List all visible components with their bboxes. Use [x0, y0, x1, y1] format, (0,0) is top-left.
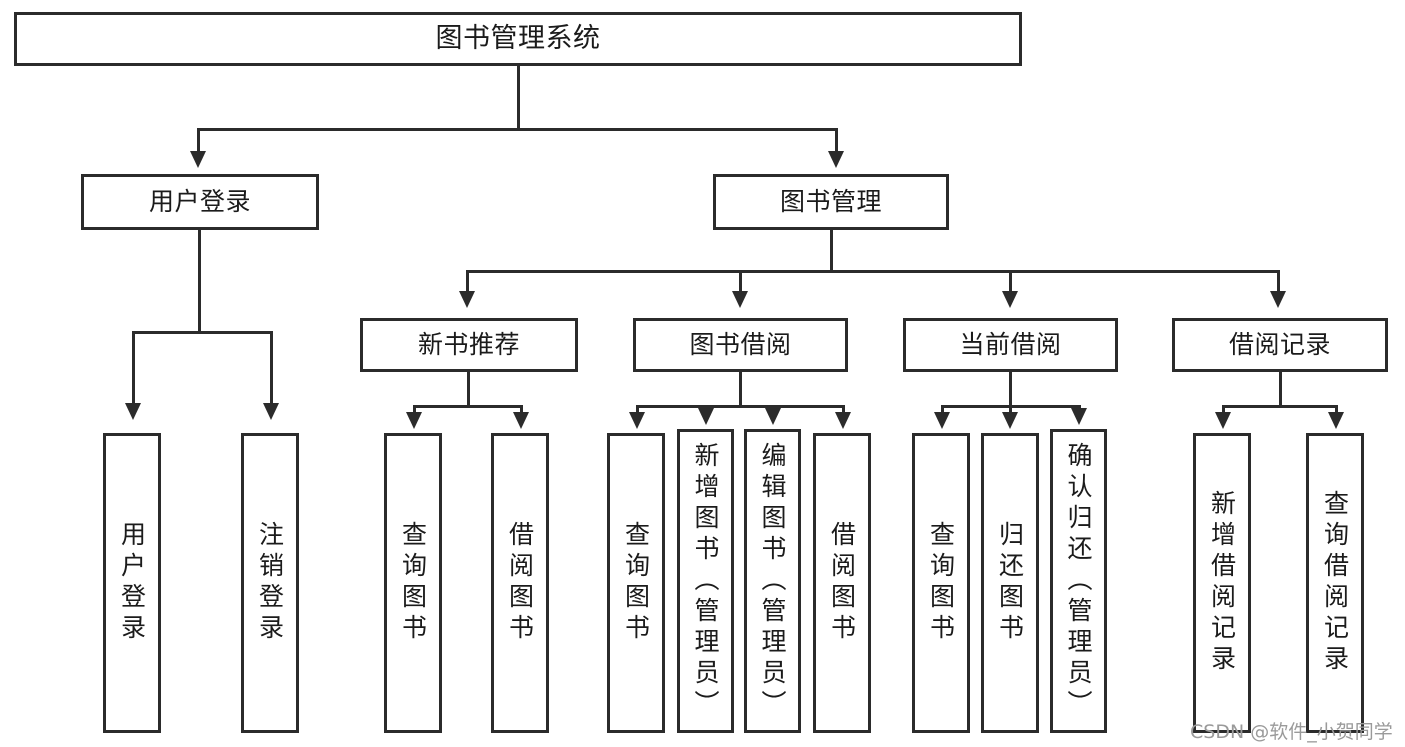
arrow-record-to-query — [1328, 412, 1344, 429]
connector-recommend-bus — [413, 405, 523, 408]
arrow-bm-to-current — [1002, 291, 1018, 308]
connector-book-management-bus — [466, 270, 1280, 273]
node-leaf-record-query-record[interactable]: 查询借阅记录 — [1306, 433, 1364, 733]
connector-recommend-stem — [467, 372, 470, 407]
connector-borrow-stem — [739, 372, 742, 407]
connector-borrow-bus — [636, 405, 844, 408]
node-leaf-borrow-edit-book[interactable]: 编辑图书（管理员） — [744, 429, 801, 733]
arrow-recommend-to-borrow — [513, 412, 529, 429]
connector-current-to-query — [941, 405, 944, 415]
connector-recommend-to-borrow — [520, 405, 523, 415]
connector-root-to-user-login — [197, 128, 200, 152]
arrow-user-login-to-logout — [263, 403, 279, 420]
connector-record-stem — [1279, 372, 1282, 407]
connector-root-stem — [517, 66, 520, 130]
connector-borrow-to-borrowbook — [842, 405, 845, 415]
connector-user-login-bus — [132, 331, 273, 334]
arrow-record-to-add — [1215, 412, 1231, 429]
arrow-borrow-to-edit — [765, 408, 781, 425]
node-book-borrow[interactable]: 图书借阅 — [633, 318, 848, 372]
node-new-book-recommend[interactable]: 新书推荐 — [360, 318, 578, 372]
node-leaf-login-user-login[interactable]: 用户登录 — [103, 433, 161, 733]
connector-bm-to-recommend — [466, 270, 469, 292]
node-leaf-borrow-borrow-book[interactable]: 借阅图书 — [813, 433, 871, 733]
connector-root-to-book-management — [835, 128, 838, 152]
csdn-watermark: CSDN @软件_小贺同学 — [1190, 721, 1393, 743]
arrow-current-to-query — [934, 412, 950, 429]
connector-user-login-to-logout — [270, 331, 273, 404]
node-leaf-record-add-record[interactable]: 新增借阅记录 — [1193, 433, 1251, 733]
arrow-bm-to-recommend — [459, 291, 475, 308]
connector-user-login-to-login — [132, 331, 135, 404]
node-root-book-management-system[interactable]: 图书管理系统 — [14, 12, 1022, 66]
arrow-borrow-to-borrowbook — [835, 412, 851, 429]
arrow-current-to-return — [1002, 412, 1018, 429]
connector-bm-to-record — [1277, 270, 1280, 292]
node-leaf-recommend-query-book[interactable]: 查询图书 — [384, 433, 442, 733]
connector-bm-to-borrow — [739, 270, 742, 292]
connector-recommend-to-query — [413, 405, 416, 415]
arrow-root-to-book-management — [828, 151, 844, 168]
arrow-bm-to-record — [1270, 291, 1286, 308]
connector-record-to-query — [1335, 405, 1338, 415]
connector-current-stem — [1009, 372, 1012, 407]
arrow-bm-to-borrow — [732, 291, 748, 308]
connector-book-management-stem — [830, 230, 833, 272]
connector-record-to-add — [1222, 405, 1225, 415]
node-leaf-recommend-borrow-book[interactable]: 借阅图书 — [491, 433, 549, 733]
connector-user-login-stem — [198, 230, 201, 333]
node-book-management[interactable]: 图书管理 — [713, 174, 949, 230]
node-borrow-record[interactable]: 借阅记录 — [1172, 318, 1388, 372]
arrow-root-to-user-login — [190, 151, 206, 168]
node-current-borrow[interactable]: 当前借阅 — [903, 318, 1118, 372]
connector-borrow-to-query — [636, 405, 639, 415]
arrow-borrow-to-query — [629, 412, 645, 429]
node-leaf-current-query-book[interactable]: 查询图书 — [912, 433, 970, 733]
node-leaf-borrow-query-book[interactable]: 查询图书 — [607, 433, 665, 733]
arrow-user-login-to-login — [125, 403, 141, 420]
connector-current-to-return — [1009, 405, 1012, 415]
arrow-borrow-to-add — [698, 408, 714, 425]
node-leaf-borrow-add-book[interactable]: 新增图书（管理员） — [677, 429, 734, 733]
arrow-current-to-confirm — [1071, 408, 1087, 425]
connector-root-bus — [197, 128, 837, 131]
node-user-login[interactable]: 用户登录 — [81, 174, 319, 230]
connector-record-bus — [1222, 405, 1338, 408]
node-leaf-login-logout[interactable]: 注销登录 — [241, 433, 299, 733]
connector-bm-to-current — [1009, 270, 1012, 292]
node-leaf-current-confirm-return[interactable]: 确认归还（管理员） — [1050, 429, 1107, 733]
node-leaf-current-return-book[interactable]: 归还图书 — [981, 433, 1039, 733]
arrow-recommend-to-query — [406, 412, 422, 429]
